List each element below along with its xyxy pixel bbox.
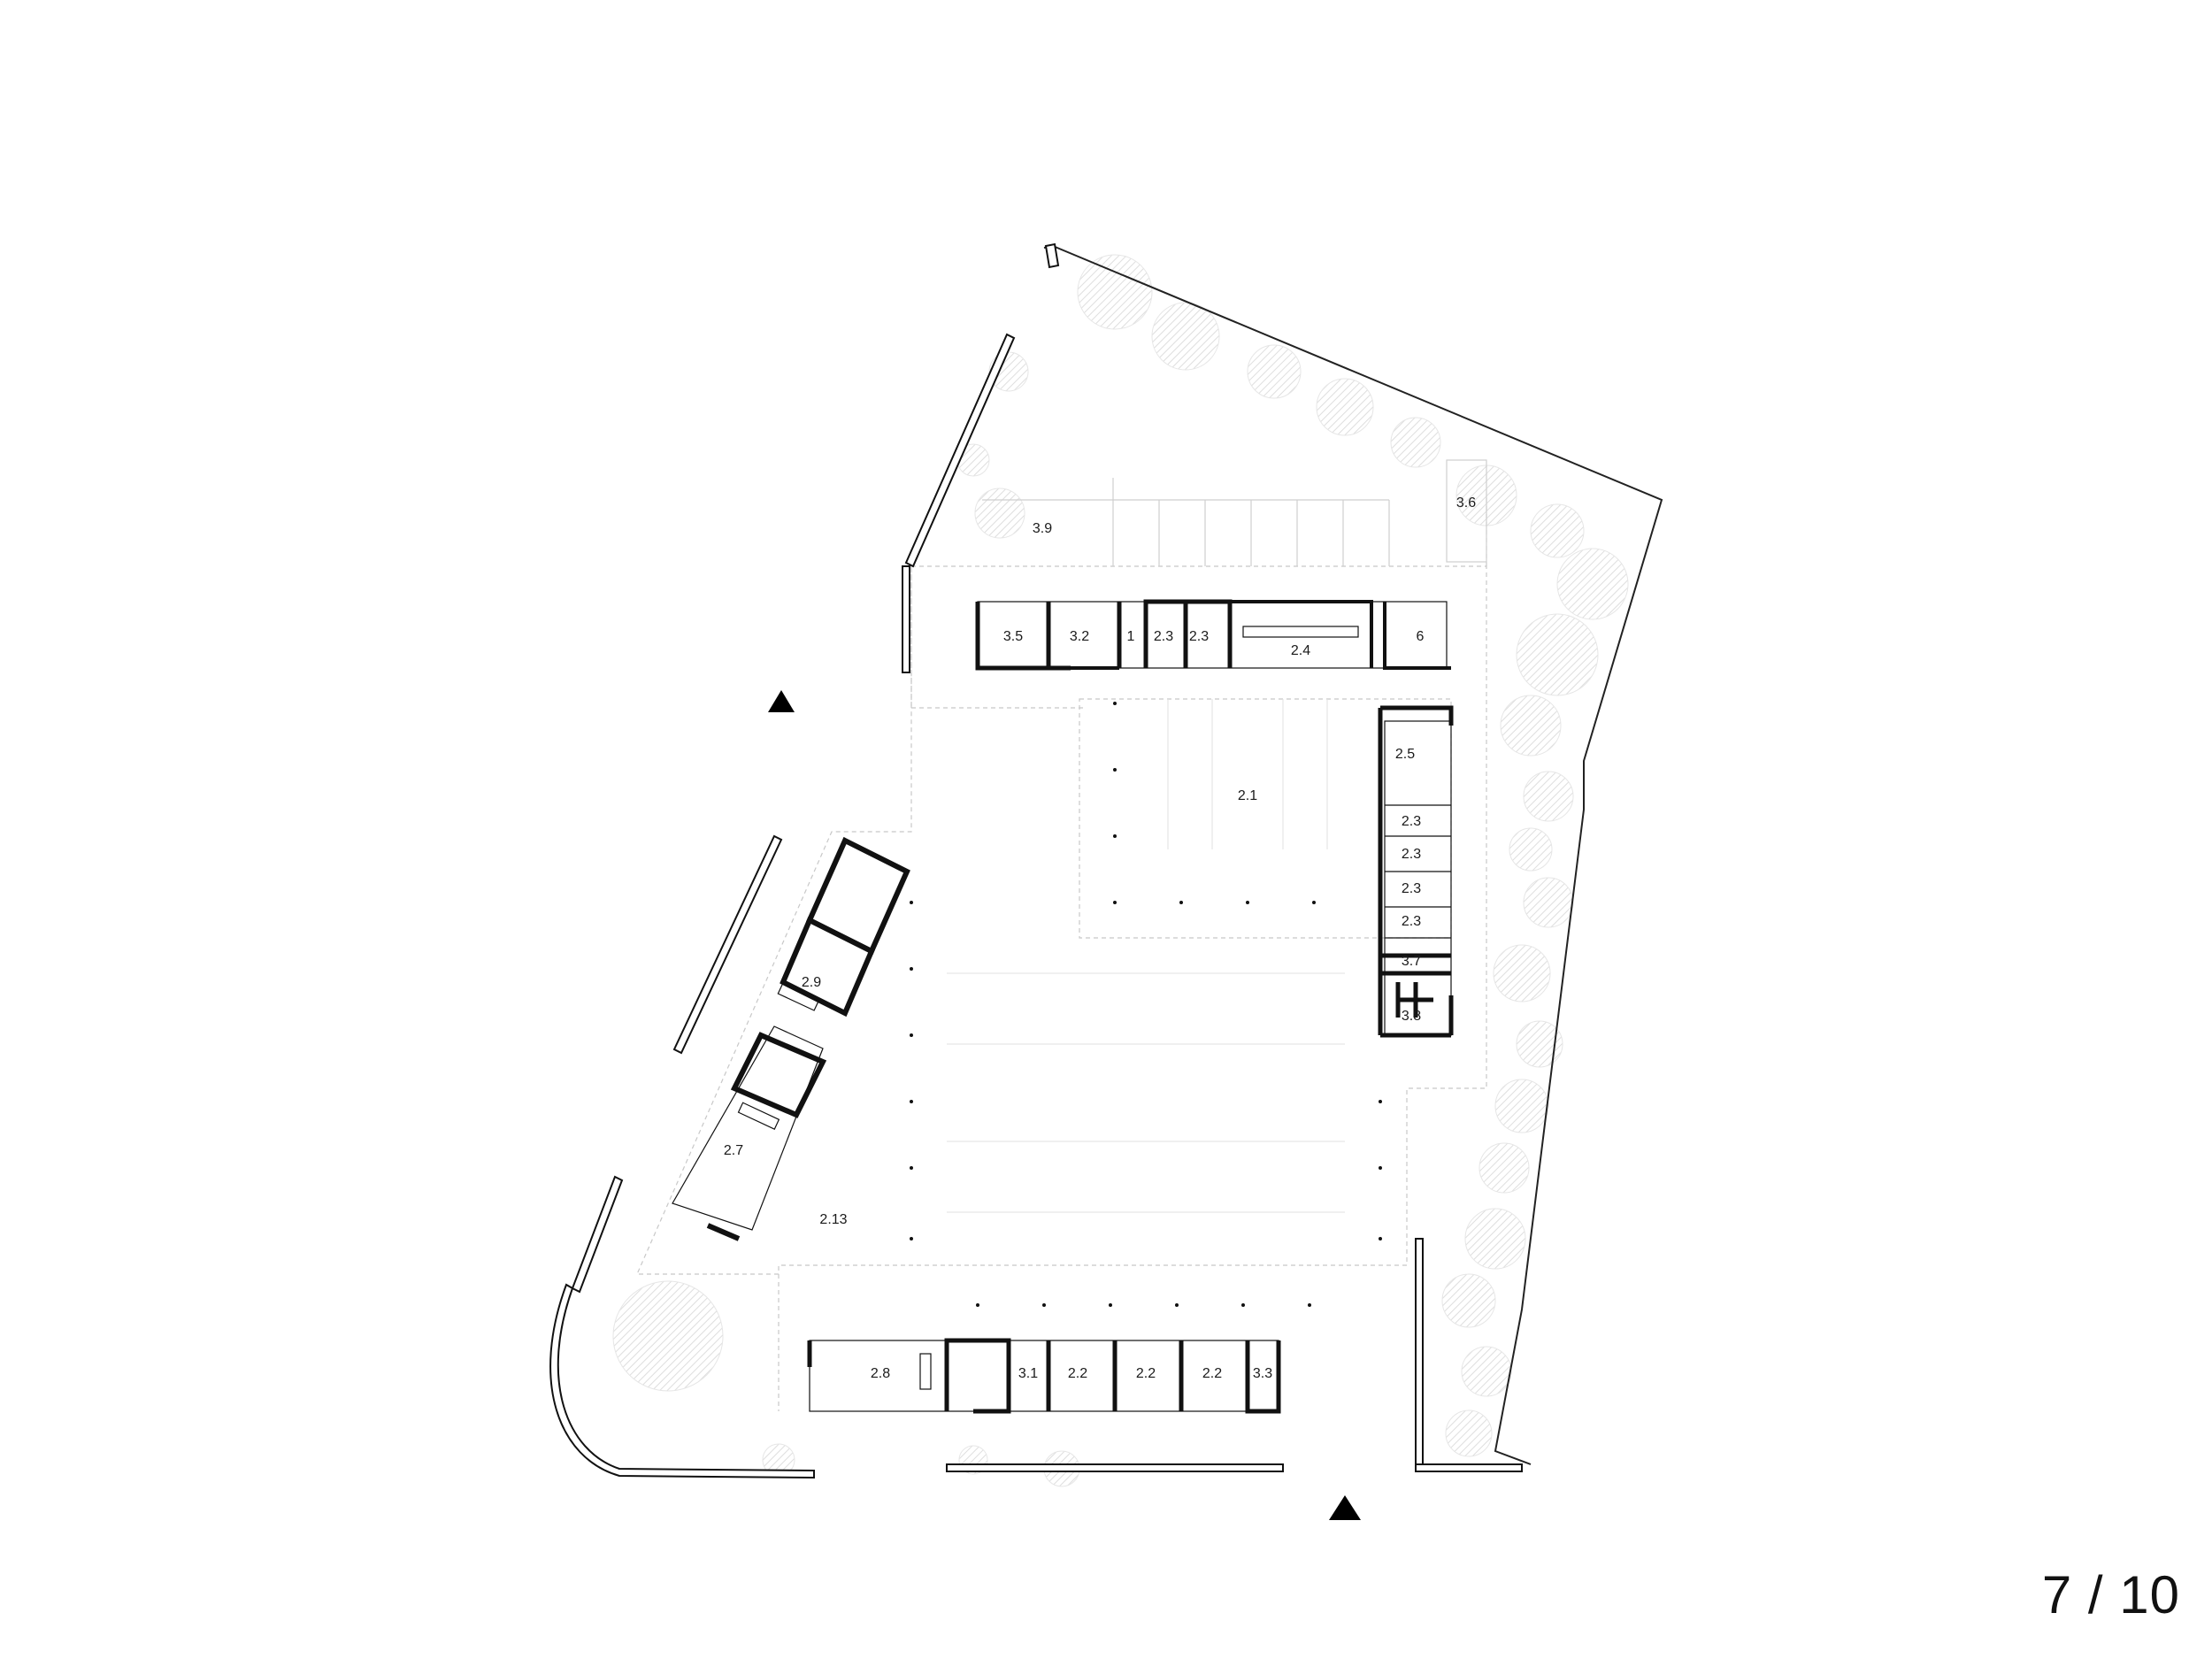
room-label-2-3: 2.3: [1402, 847, 1421, 862]
room-label-2-1: 2.1: [1238, 788, 1257, 803]
floor-pattern: [947, 699, 1345, 1213]
tree-icon: [1151, 302, 1220, 371]
room-label-1: 1: [1127, 629, 1135, 644]
bottom-block: [807, 1338, 1281, 1414]
tree-icon: [1523, 771, 1574, 822]
room-label-2-3: 2.3: [1402, 814, 1421, 829]
page-number: 7 / 10: [2041, 1565, 2180, 1624]
perimeter-walls: [549, 242, 1523, 1479]
parking-stripes: [982, 459, 1487, 566]
tree-icon: [1461, 1346, 1512, 1397]
room-label-2-8: 2.8: [871, 1366, 890, 1381]
tree-icon: [1077, 254, 1153, 330]
room-label-2-13: 2.13: [819, 1212, 847, 1227]
room-label-3-1: 3.1: [1018, 1366, 1038, 1381]
room-label-2-2: 2.2: [1136, 1366, 1156, 1381]
left-block: [672, 836, 910, 1241]
inner-outlines: [636, 495, 1487, 1411]
tree-icon: [1516, 613, 1599, 696]
tree-icon: [1445, 1409, 1493, 1457]
room-label-6: 6: [1417, 629, 1425, 644]
room-label-2-2: 2.2: [1068, 1366, 1087, 1381]
tree-icon: [1556, 548, 1629, 620]
tree-icon: [1464, 1208, 1526, 1270]
tree-icon: [612, 1280, 724, 1392]
entrance-triangle-icon: [1329, 1495, 1361, 1520]
room-label-3-8: 3.8: [1402, 1009, 1421, 1024]
trees: [612, 254, 1629, 1487]
room-label-2-5: 2.5: [1395, 747, 1415, 762]
room-label-2-3: 2.3: [1402, 914, 1421, 929]
tree-icon: [1516, 1020, 1563, 1068]
room-label-2-3: 2.3: [1402, 881, 1421, 896]
tree-icon: [1316, 378, 1374, 436]
top-block: [975, 599, 1451, 671]
tree-icon: [1441, 1273, 1496, 1328]
right-block: [1378, 705, 1454, 1038]
room-label-2-7: 2.7: [724, 1143, 743, 1158]
tree-icon: [1479, 1142, 1530, 1194]
column-dots: [910, 702, 1382, 1307]
room-label-3-7: 3.7: [1402, 954, 1421, 969]
entrance-triangle-icon: [768, 690, 795, 712]
tree-icon: [974, 488, 1025, 539]
tree-icon: [1493, 944, 1551, 1002]
room-label-2-4: 2.4: [1291, 643, 1310, 658]
room-label-2-2: 2.2: [1202, 1366, 1222, 1381]
room-label-3-6: 3.6: [1456, 495, 1476, 511]
room-label-3-3: 3.3: [1253, 1366, 1272, 1381]
room-label-3-9: 3.9: [1033, 521, 1052, 536]
entrances: [768, 690, 1361, 1520]
room-label-3-5: 3.5: [1003, 629, 1023, 644]
room-label-2-3: 2.3: [1189, 629, 1209, 644]
tree-icon: [1247, 344, 1302, 399]
tree-icon: [1530, 503, 1585, 558]
room-label-2-3: 2.3: [1154, 629, 1173, 644]
tree-icon: [1523, 877, 1574, 928]
tree-icon: [1500, 695, 1562, 757]
room-label-3-2: 3.2: [1070, 629, 1089, 644]
tree-icon: [1494, 1079, 1549, 1133]
tree-icon: [1390, 417, 1441, 468]
room-label-2-9: 2.9: [802, 975, 821, 990]
room-labels: 3.9 3.6 3.5 3.2 1 2.3 2.3 2.4 6 2.5 2.1 …: [724, 495, 1476, 1381]
tree-icon: [1509, 827, 1553, 872]
